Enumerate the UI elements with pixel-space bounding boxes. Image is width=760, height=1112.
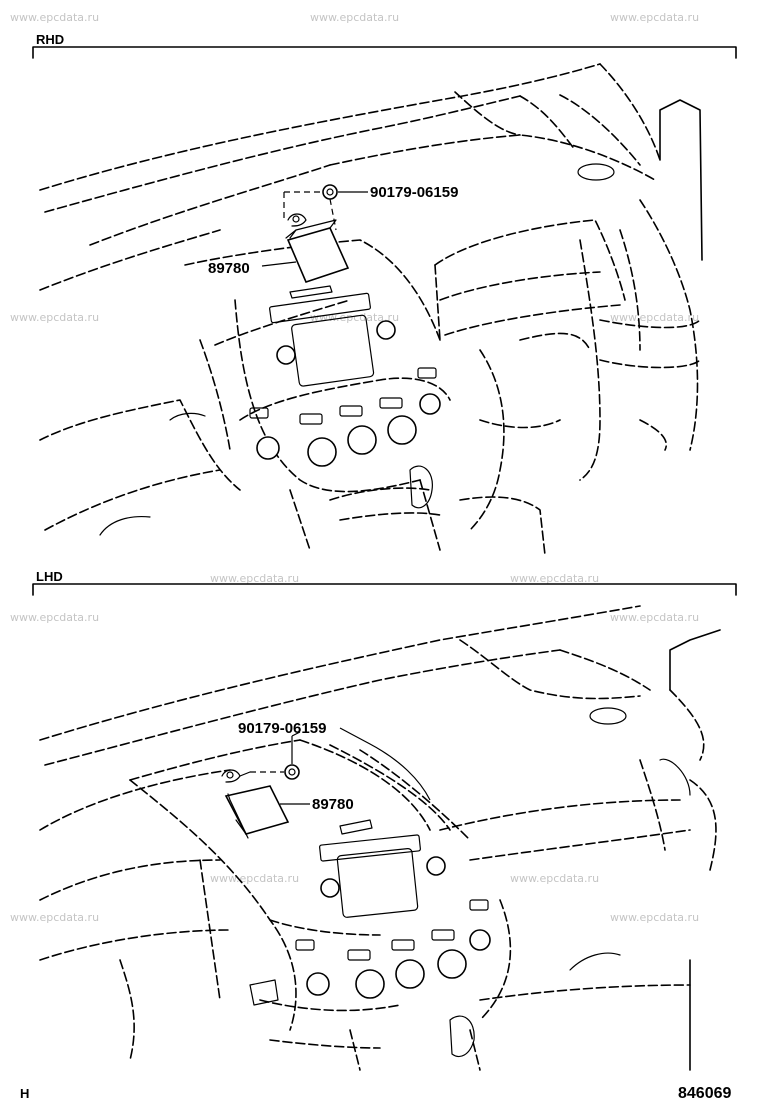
footer-left-code: H bbox=[20, 1086, 29, 1101]
watermark: www.epcdata.ru bbox=[10, 911, 99, 924]
watermarks: www.epcdata.ru www.epcdata.ru www.epcdat… bbox=[10, 11, 699, 924]
leader-rhd-dashed bbox=[283, 191, 322, 220]
watermark: www.epcdata.ru bbox=[510, 872, 599, 885]
watermark: www.epcdata.ru bbox=[210, 572, 299, 585]
watermark: www.epcdata.ru bbox=[10, 311, 99, 324]
watermark: www.epcdata.ru bbox=[310, 11, 399, 24]
dashboard-outline bbox=[39, 605, 721, 1071]
watermark: www.epcdata.ru bbox=[610, 611, 699, 624]
part-number-screw-lhd: 90179-06159 bbox=[238, 720, 326, 737]
part-number-unit-rhd: 89780 bbox=[208, 260, 250, 277]
section-label-rhd: RHD bbox=[36, 32, 64, 47]
part-number-screw-rhd: 90179-06159 bbox=[370, 184, 458, 201]
leader-screw-lhd bbox=[291, 731, 301, 764]
watermark: www.epcdata.ru bbox=[610, 11, 699, 24]
watermark: www.epcdata.ru bbox=[10, 11, 99, 24]
dashboard-outline bbox=[39, 63, 703, 556]
watermark: www.epcdata.ru bbox=[510, 572, 599, 585]
clip-lhd bbox=[221, 769, 251, 783]
watermark: www.epcdata.ru bbox=[610, 311, 699, 324]
screw-90179-06159-rhd bbox=[322, 184, 338, 200]
clip-rhd bbox=[287, 213, 307, 227]
leader-unit-rhd bbox=[261, 261, 297, 267]
watermark: www.epcdata.ru bbox=[610, 911, 699, 924]
section-bracket bbox=[32, 46, 737, 59]
center-console bbox=[249, 819, 491, 1058]
part-number-unit-lhd: 89780 bbox=[312, 796, 354, 813]
center-console bbox=[249, 285, 441, 509]
drawing-number: 846069 bbox=[678, 1085, 731, 1102]
watermark: www.epcdata.ru bbox=[10, 611, 99, 624]
section-label-lhd: LHD bbox=[36, 569, 63, 584]
watermark: www.epcdata.ru bbox=[210, 872, 299, 885]
rhd-section: RHD bbox=[32, 32, 737, 556]
part-89780-lhd bbox=[224, 785, 290, 839]
screw-90179-06159-lhd bbox=[284, 764, 300, 780]
section-bracket bbox=[32, 583, 737, 596]
part-89780-rhd bbox=[285, 219, 350, 283]
lhd-section: LHD bbox=[32, 569, 737, 1071]
